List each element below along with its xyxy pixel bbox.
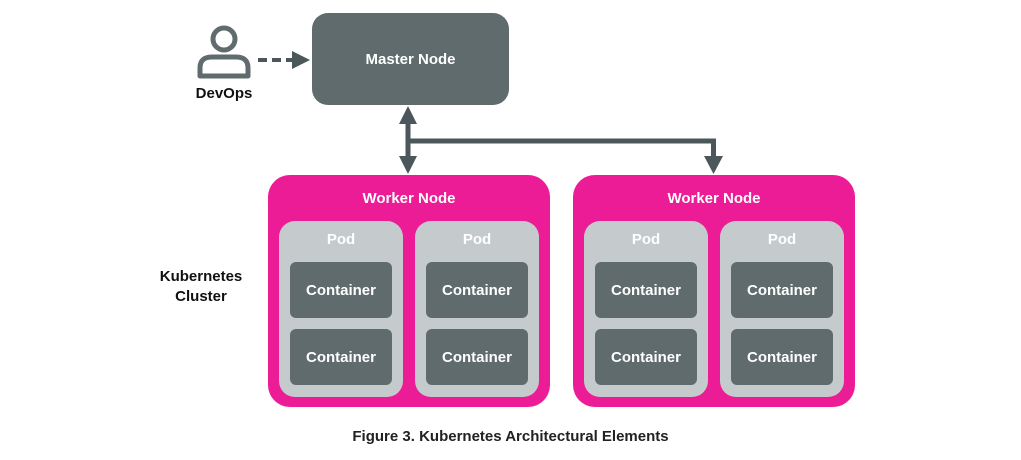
container: Container <box>426 329 528 385</box>
user-icon <box>197 25 251 79</box>
worker2-down-arrowhead <box>704 156 723 174</box>
worker1-down-arrowhead <box>399 156 417 174</box>
worker-node-title: Worker Node <box>362 190 456 207</box>
master-node-label: Master Node <box>365 50 456 68</box>
master-node: Master Node <box>312 13 509 105</box>
master-up-arrowhead <box>399 106 417 124</box>
container: Container <box>290 329 392 385</box>
container: Container <box>595 329 697 385</box>
figure-caption: Figure 3. Kubernetes Architectural Eleme… <box>352 428 669 445</box>
pod: Pod Container Container <box>415 221 539 397</box>
devops-to-master-arrowhead <box>292 51 310 69</box>
cluster-label-line2: Cluster <box>175 288 227 305</box>
devops-label: DevOps <box>195 85 253 102</box>
pod: Pod Container Container <box>584 221 708 397</box>
container: Container <box>595 262 697 318</box>
pod-title: Pod <box>326 231 356 248</box>
container: Container <box>731 262 833 318</box>
pod-title: Pod <box>767 231 797 248</box>
container: Container <box>290 262 392 318</box>
pod-title: Pod <box>462 231 492 248</box>
pod: Pod Container Container <box>720 221 844 397</box>
cluster-label: Kubernetes Cluster <box>146 267 256 307</box>
container: Container <box>731 329 833 385</box>
pod-title: Pod <box>631 231 661 248</box>
cluster-label-line1: Kubernetes <box>159 268 243 285</box>
pod: Pod Container Container <box>279 221 403 397</box>
container: Container <box>426 262 528 318</box>
worker-node-title: Worker Node <box>667 190 761 207</box>
worker-node-2: Worker Node Pod Container Container Pod … <box>573 175 855 407</box>
worker-node-1: Worker Node Pod Container Container Pod … <box>268 175 550 407</box>
